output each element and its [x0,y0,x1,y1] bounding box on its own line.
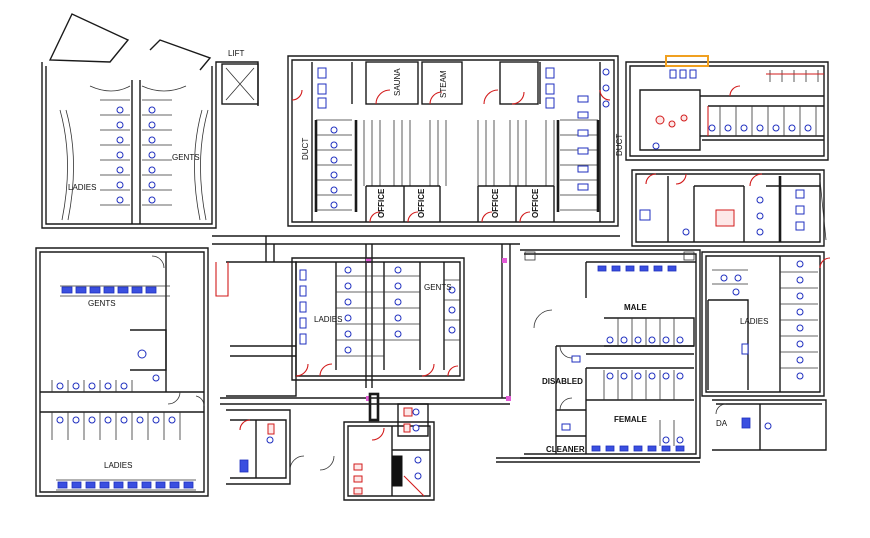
label-da: DA [716,419,728,428]
label-male: MALE [624,303,647,312]
label-gents-mid: GENTS [424,283,452,292]
label-female: FEMALE [614,415,648,424]
label-gents-left: GENTS [88,299,116,308]
label-cleaner: CLEANER [546,445,585,454]
label-office-2: OFFICE [417,188,426,218]
label-ladies-left: LADIES [104,461,132,470]
label-duct-right: DUCT [615,134,624,156]
label-ladies-right: LADIES [740,317,768,326]
block-top-left: LIFT GENTS LADIES [41,13,259,229]
lift-shaft [221,63,259,105]
label-ladies-top: LADIES [68,183,96,192]
label-lift: LIFT [228,49,245,58]
label-sauna: SAUNA [393,68,402,96]
label-duct-left: DUCT [301,138,310,160]
block-bottom-right-center: MALE FEMALE DISABLED CLEANER [496,249,701,463]
label-disabled: DISABLED [542,377,583,386]
label-office-4: OFFICE [531,188,540,218]
block-center: LADIES GENTS [291,257,465,381]
label-office-1: OFFICE [377,188,386,218]
label-gents-top: GENTS [172,153,200,162]
block-top-center: DUCT SAUNA STEAM DUCT OFFICE OFFICE OFFI… [287,55,624,227]
label-office-3: OFFICE [491,188,500,218]
sauna-room [365,61,419,105]
label-steam: STEAM [439,70,448,98]
steam-room [421,61,463,105]
block-top-right [625,55,829,161]
accent-counter [665,55,709,67]
block-bottom-center [226,392,435,501]
label-ladies-mid: LADIES [314,315,342,324]
corridors [212,235,620,405]
block-bottom-right: LADIES DA [701,251,831,451]
block-mid-right-upper [631,169,827,247]
block-mid-left: GENTS LADIES [35,247,209,497]
